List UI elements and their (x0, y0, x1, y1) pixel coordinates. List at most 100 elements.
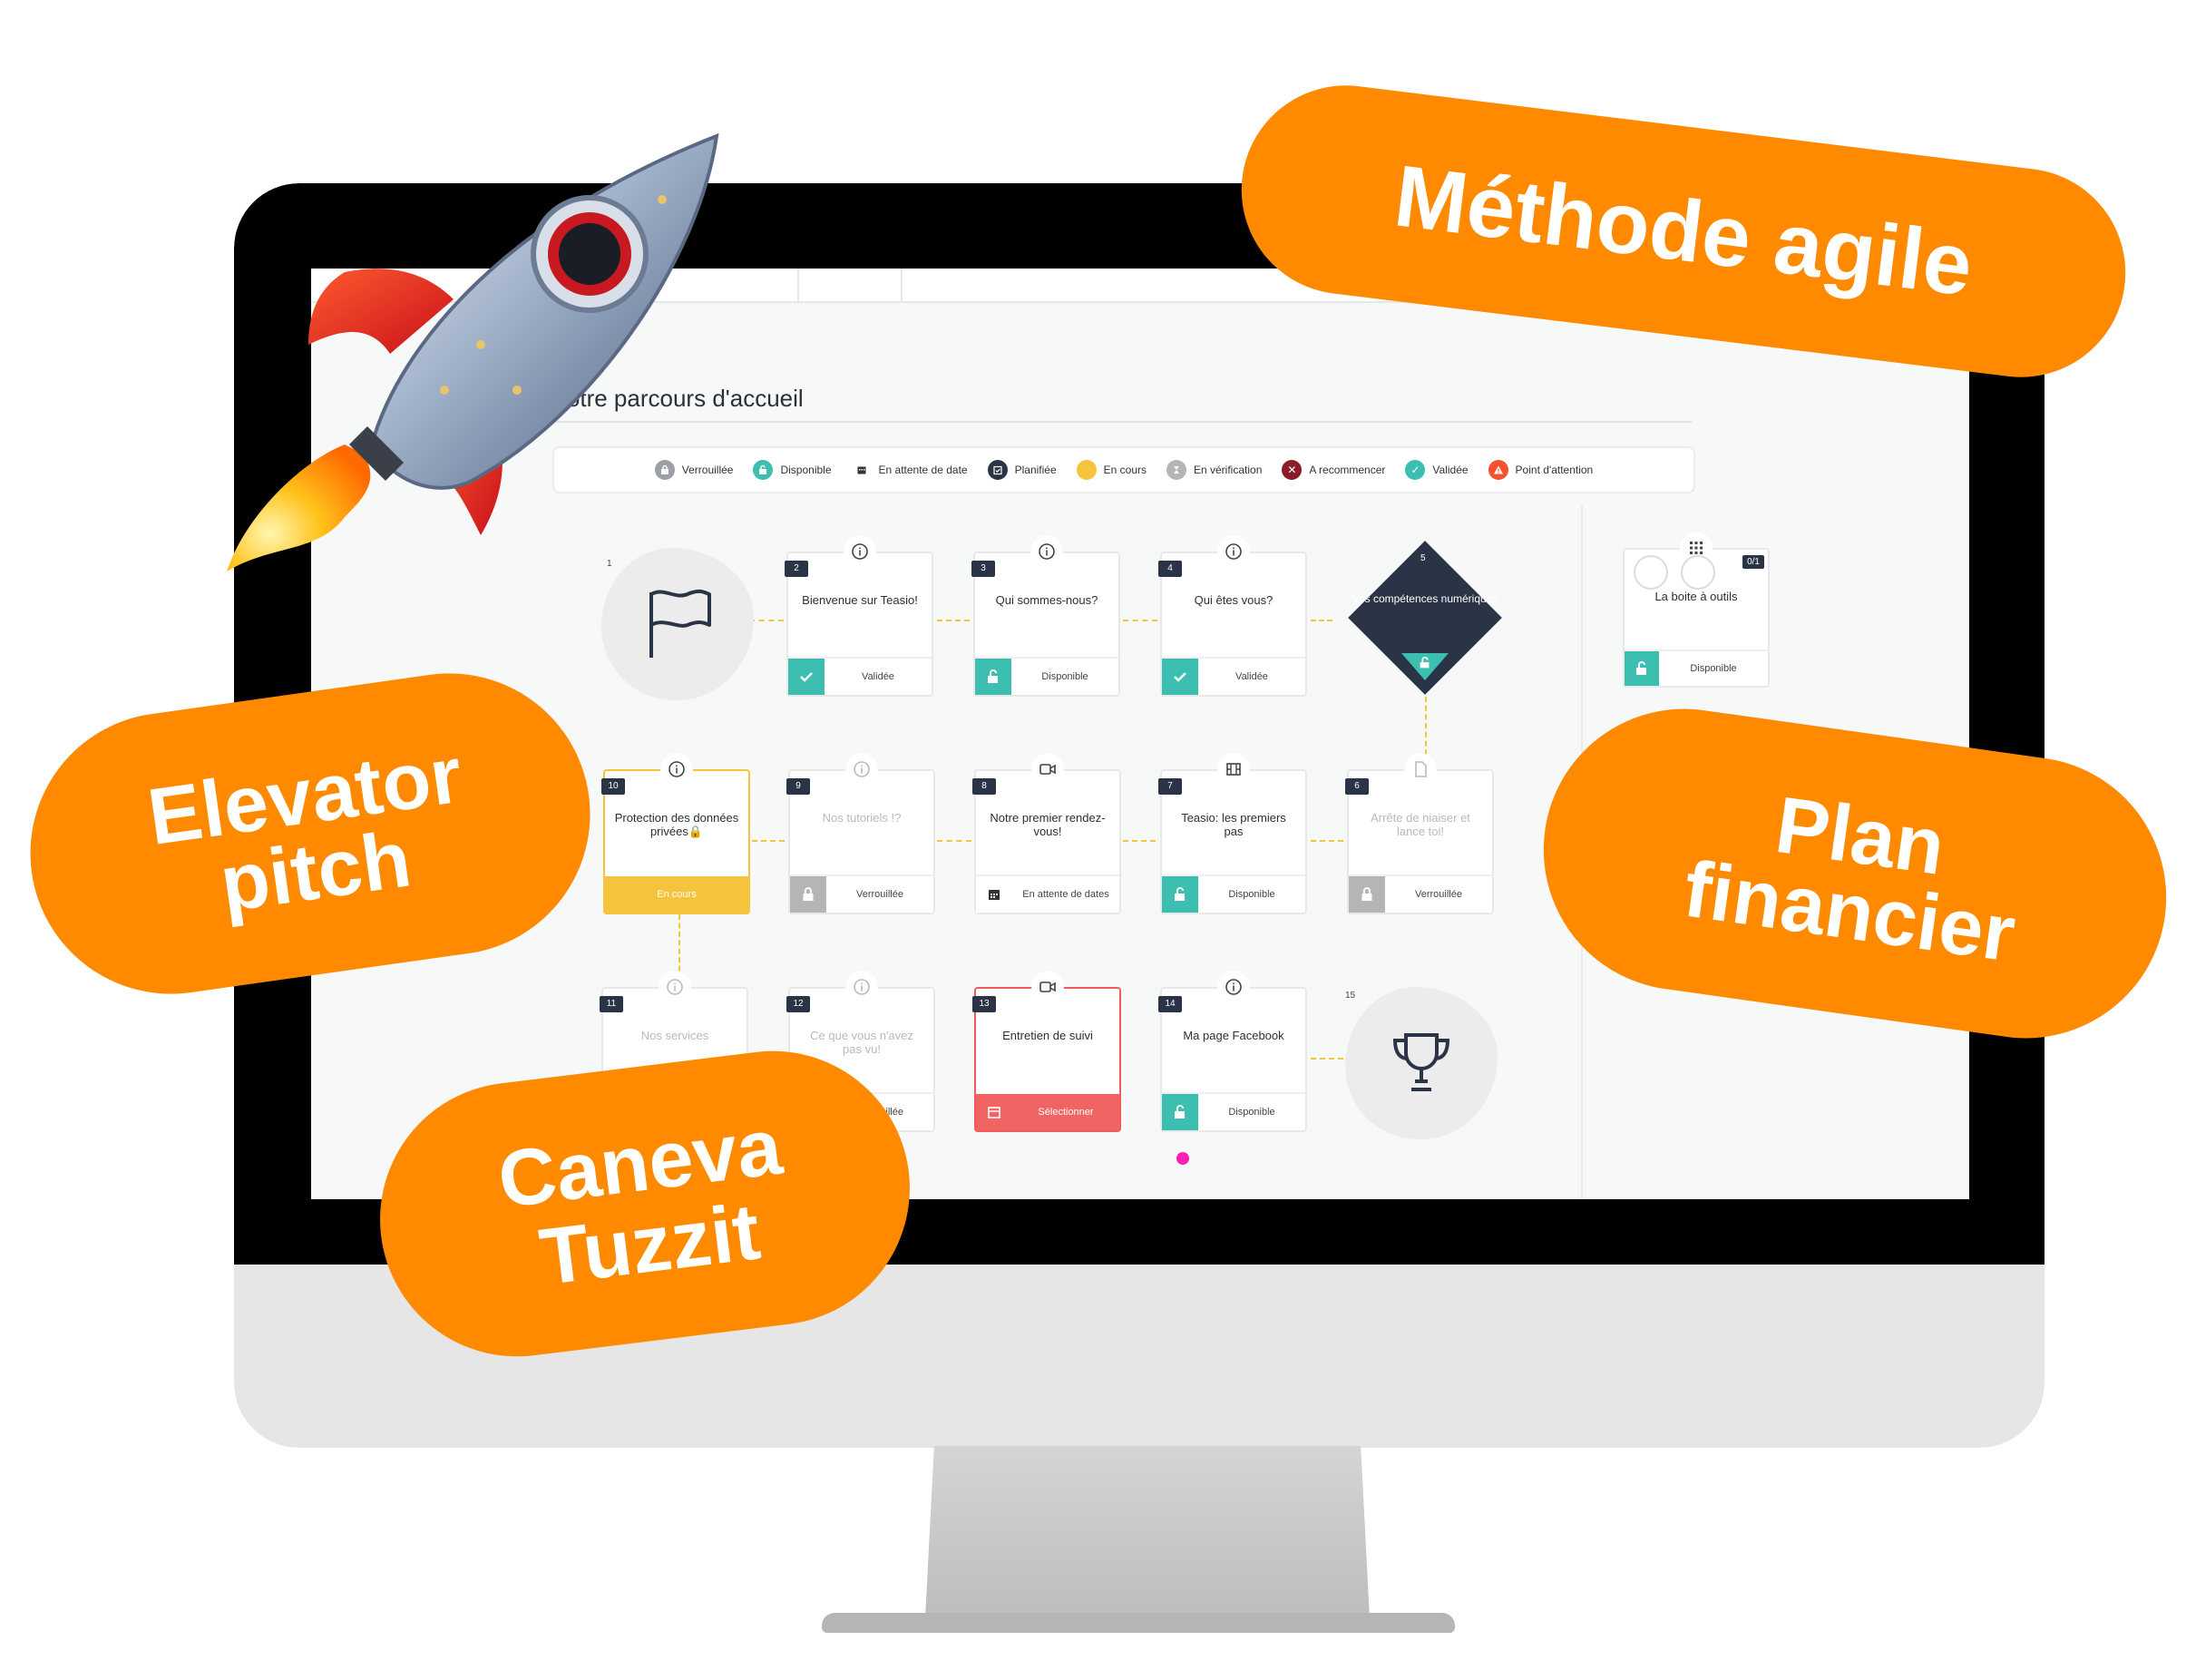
unlock-icon (975, 659, 1011, 695)
connector (1311, 620, 1332, 621)
step-card[interactable]: 13 Entretien de suivi Sélectionner (972, 971, 1121, 1132)
step-card[interactable]: 10 Protection des données privées🔒 En co… (601, 753, 750, 914)
step-card[interactable]: 2 Bienvenue sur Teasio! Validée (785, 535, 933, 697)
connector (937, 840, 971, 842)
step-title: Ce que vous n'avez pas vu! (810, 1029, 913, 1056)
toolbox-card[interactable]: 0/1 La boite à outils Disponible (1623, 532, 1770, 688)
start-node[interactable] (601, 548, 754, 700)
unlock-icon (1625, 651, 1659, 686)
monitor-stand (925, 1446, 1370, 1618)
legend-item-waiting-date: En attente de date (851, 460, 968, 480)
pill-label: Méthode agile (1389, 147, 1978, 315)
skills-assessment-node[interactable]: 5 Vos compétences numériques (1348, 541, 1502, 695)
toolbox-status: Disponible (1690, 663, 1737, 674)
step-number: 3 (971, 561, 995, 577)
step-number: 13 (972, 996, 996, 1012)
step-number: 4 (1158, 561, 1182, 577)
legend-label: Disponible (780, 464, 832, 476)
step-title: Entretien de suivi (1002, 1029, 1093, 1042)
top-bar-divider (901, 269, 903, 301)
legend-label: Verrouillée (681, 464, 734, 476)
check-icon: ✓ (1405, 460, 1426, 480)
finish-node[interactable] (1345, 987, 1498, 1139)
legend-label: En cours (1103, 464, 1147, 476)
step-status: Sélectionner (1038, 1107, 1094, 1118)
node-number: 15 (1345, 991, 1356, 1001)
connector (1311, 1058, 1343, 1060)
select-date-button[interactable]: Sélectionner (976, 1094, 1119, 1130)
legend-label: En vérification (1194, 464, 1263, 476)
step-footer: Verrouillée (1349, 874, 1492, 913)
unlock-icon (1162, 876, 1198, 913)
step-footer: Verrouillée (790, 874, 933, 913)
step-card[interactable]: 7 Teasio: les premiers pas Disponible (1158, 753, 1307, 914)
step-title: Bienvenue sur Teasio! (802, 593, 918, 607)
film-icon (1217, 753, 1250, 786)
step-title: Ma page Facebook (1183, 1029, 1284, 1042)
step-title: Arrête de niaiser et lance toi! (1371, 811, 1470, 838)
check-icon (1162, 659, 1198, 695)
legend-label: En attente de date (878, 464, 968, 476)
step-card[interactable]: 14 Ma page Facebook Disponible (1158, 971, 1307, 1132)
legend-item-in-review: En vérification (1166, 460, 1262, 480)
step-card[interactable]: 4 Qui êtes vous? Validée (1158, 535, 1307, 697)
info-icon (845, 971, 878, 1003)
step-title: Teasio: les premiers pas (1181, 811, 1286, 838)
info-icon (660, 753, 693, 786)
hourglass-icon (1166, 460, 1186, 480)
step-title: Nos services (640, 1029, 709, 1042)
step-status: Disponible (1228, 1107, 1275, 1118)
step-status: Validée (862, 671, 894, 682)
info-icon (845, 753, 878, 786)
step-footer: Validée (788, 657, 932, 695)
connector (752, 840, 785, 842)
step-card[interactable]: 8 Notre premier rendez-vous! En attente … (972, 753, 1121, 914)
unlock-icon (753, 460, 774, 480)
page-title: Votre parcours d'accueil (552, 385, 804, 412)
connector (1311, 840, 1343, 842)
connector (1123, 620, 1157, 621)
info-icon (844, 535, 876, 568)
unlock-icon (1162, 1094, 1198, 1130)
legend-item-planned: Planifiée (987, 460, 1057, 480)
step-number: 12 (786, 996, 810, 1012)
flag-icon (649, 589, 711, 658)
calendar-icon (851, 460, 872, 480)
video-icon (1031, 971, 1064, 1003)
node-number: 5 (1420, 553, 1426, 563)
tool-slot (1634, 555, 1668, 590)
toolbox-footer: Disponible (1625, 650, 1768, 686)
step-number: 10 (601, 778, 625, 795)
step-number: 7 (1158, 778, 1182, 795)
top-bar-divider (797, 269, 799, 301)
step-footer: En cours (605, 876, 748, 913)
calendar-icon (976, 1094, 1012, 1130)
lock-icon (654, 460, 675, 480)
step-status: En cours (657, 889, 697, 900)
lock-icon (790, 876, 826, 913)
legend-label: Validée (1432, 464, 1469, 476)
title-divider (552, 421, 1692, 423)
step-title: Protection des données privées🔒 (614, 811, 739, 838)
connector (937, 620, 970, 621)
step-card[interactable]: 9 Nos tutoriels !? Verrouillée (786, 753, 935, 914)
step-card[interactable]: 3 Qui sommes-nous? Disponible (971, 535, 1120, 697)
step-number: 2 (785, 561, 808, 577)
connector (678, 914, 680, 980)
step-card[interactable]: 6 Arrête de niaiser et lance toi! Verrou… (1345, 753, 1494, 914)
step-number: 14 (1158, 996, 1182, 1012)
step-footer: Disponible (975, 657, 1118, 695)
warning-icon (1488, 460, 1508, 480)
step-status: Disponible (1228, 889, 1275, 900)
legend-label: Point d'attention (1515, 464, 1594, 476)
step-status: Verrouillée (856, 889, 903, 900)
monitor-foot (822, 1613, 1455, 1633)
dot-icon (1076, 460, 1097, 480)
info-icon (1030, 535, 1063, 568)
legend-item-available: Disponible (753, 460, 832, 480)
rocket-icon (227, 132, 719, 571)
info-icon (1217, 535, 1250, 568)
trophy-icon (1392, 1033, 1450, 1091)
legend-item-attention: Point d'attention (1488, 460, 1594, 480)
legend-item-in-progress: En cours (1076, 460, 1147, 480)
